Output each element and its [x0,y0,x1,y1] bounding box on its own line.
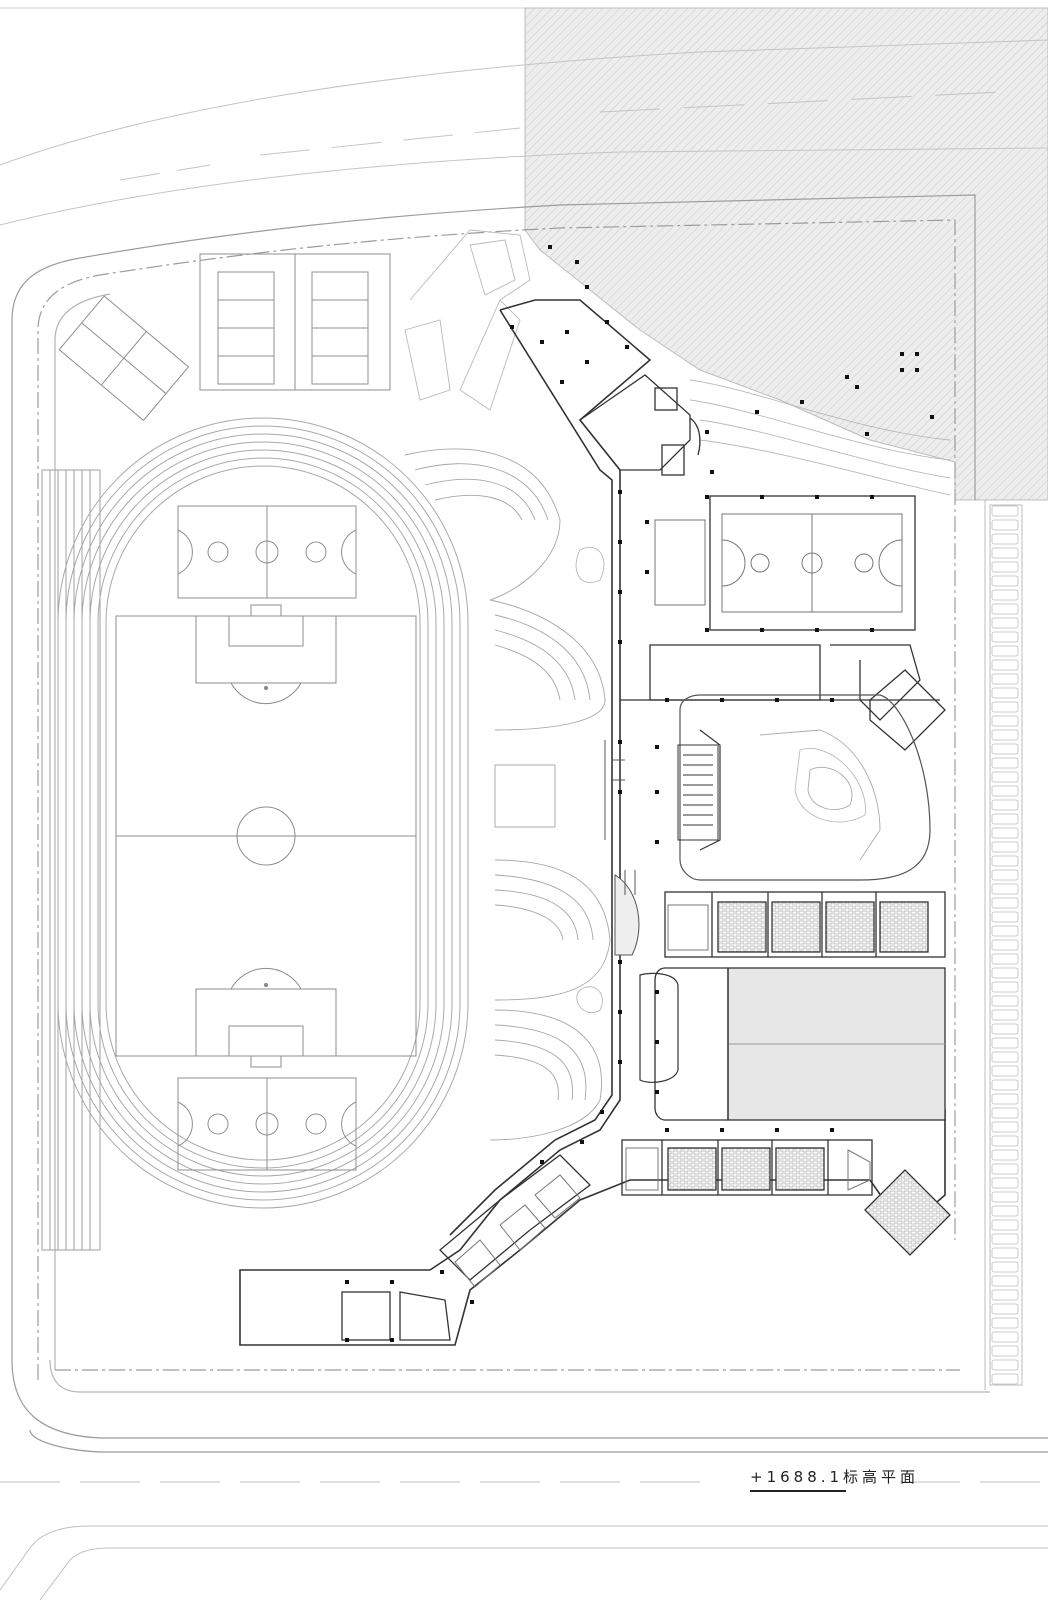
classroom-row-south [621,1139,873,1196]
parking-strip [989,504,1023,1386]
courtyard-stair [677,744,719,841]
basketball-court-south [177,1077,357,1171]
basketball-court-north [177,505,357,599]
classroom-row-north [664,891,946,958]
hatched-plot [524,7,1048,501]
indoor-gym-north [654,495,916,631]
spine-markers [604,740,625,840]
structural-columns [345,245,934,1342]
caption-underline [750,1490,846,1492]
central-courtyard [679,694,931,881]
corner-court [58,295,190,422]
long-jump-strip [41,469,101,1251]
south-wing-rooms [341,1154,591,1341]
running-track [57,417,469,1209]
bottom-road [0,1481,1048,1600]
building-outline [239,299,946,1346]
site-boundary [11,194,1048,1453]
landscape-contours [404,229,951,1013]
north-entrance-block [579,374,701,476]
elevation-plan-caption: +1688.1标高平面 [750,1468,920,1486]
large-hall [639,967,946,1121]
southeast-lecture-room [864,1169,951,1256]
spine-stair [614,870,640,956]
volleyball-courts [199,253,391,391]
grandstand-terraces [404,448,611,1141]
top-road [0,39,1048,226]
football-pitch [115,604,417,1068]
corridor-block [620,644,946,751]
